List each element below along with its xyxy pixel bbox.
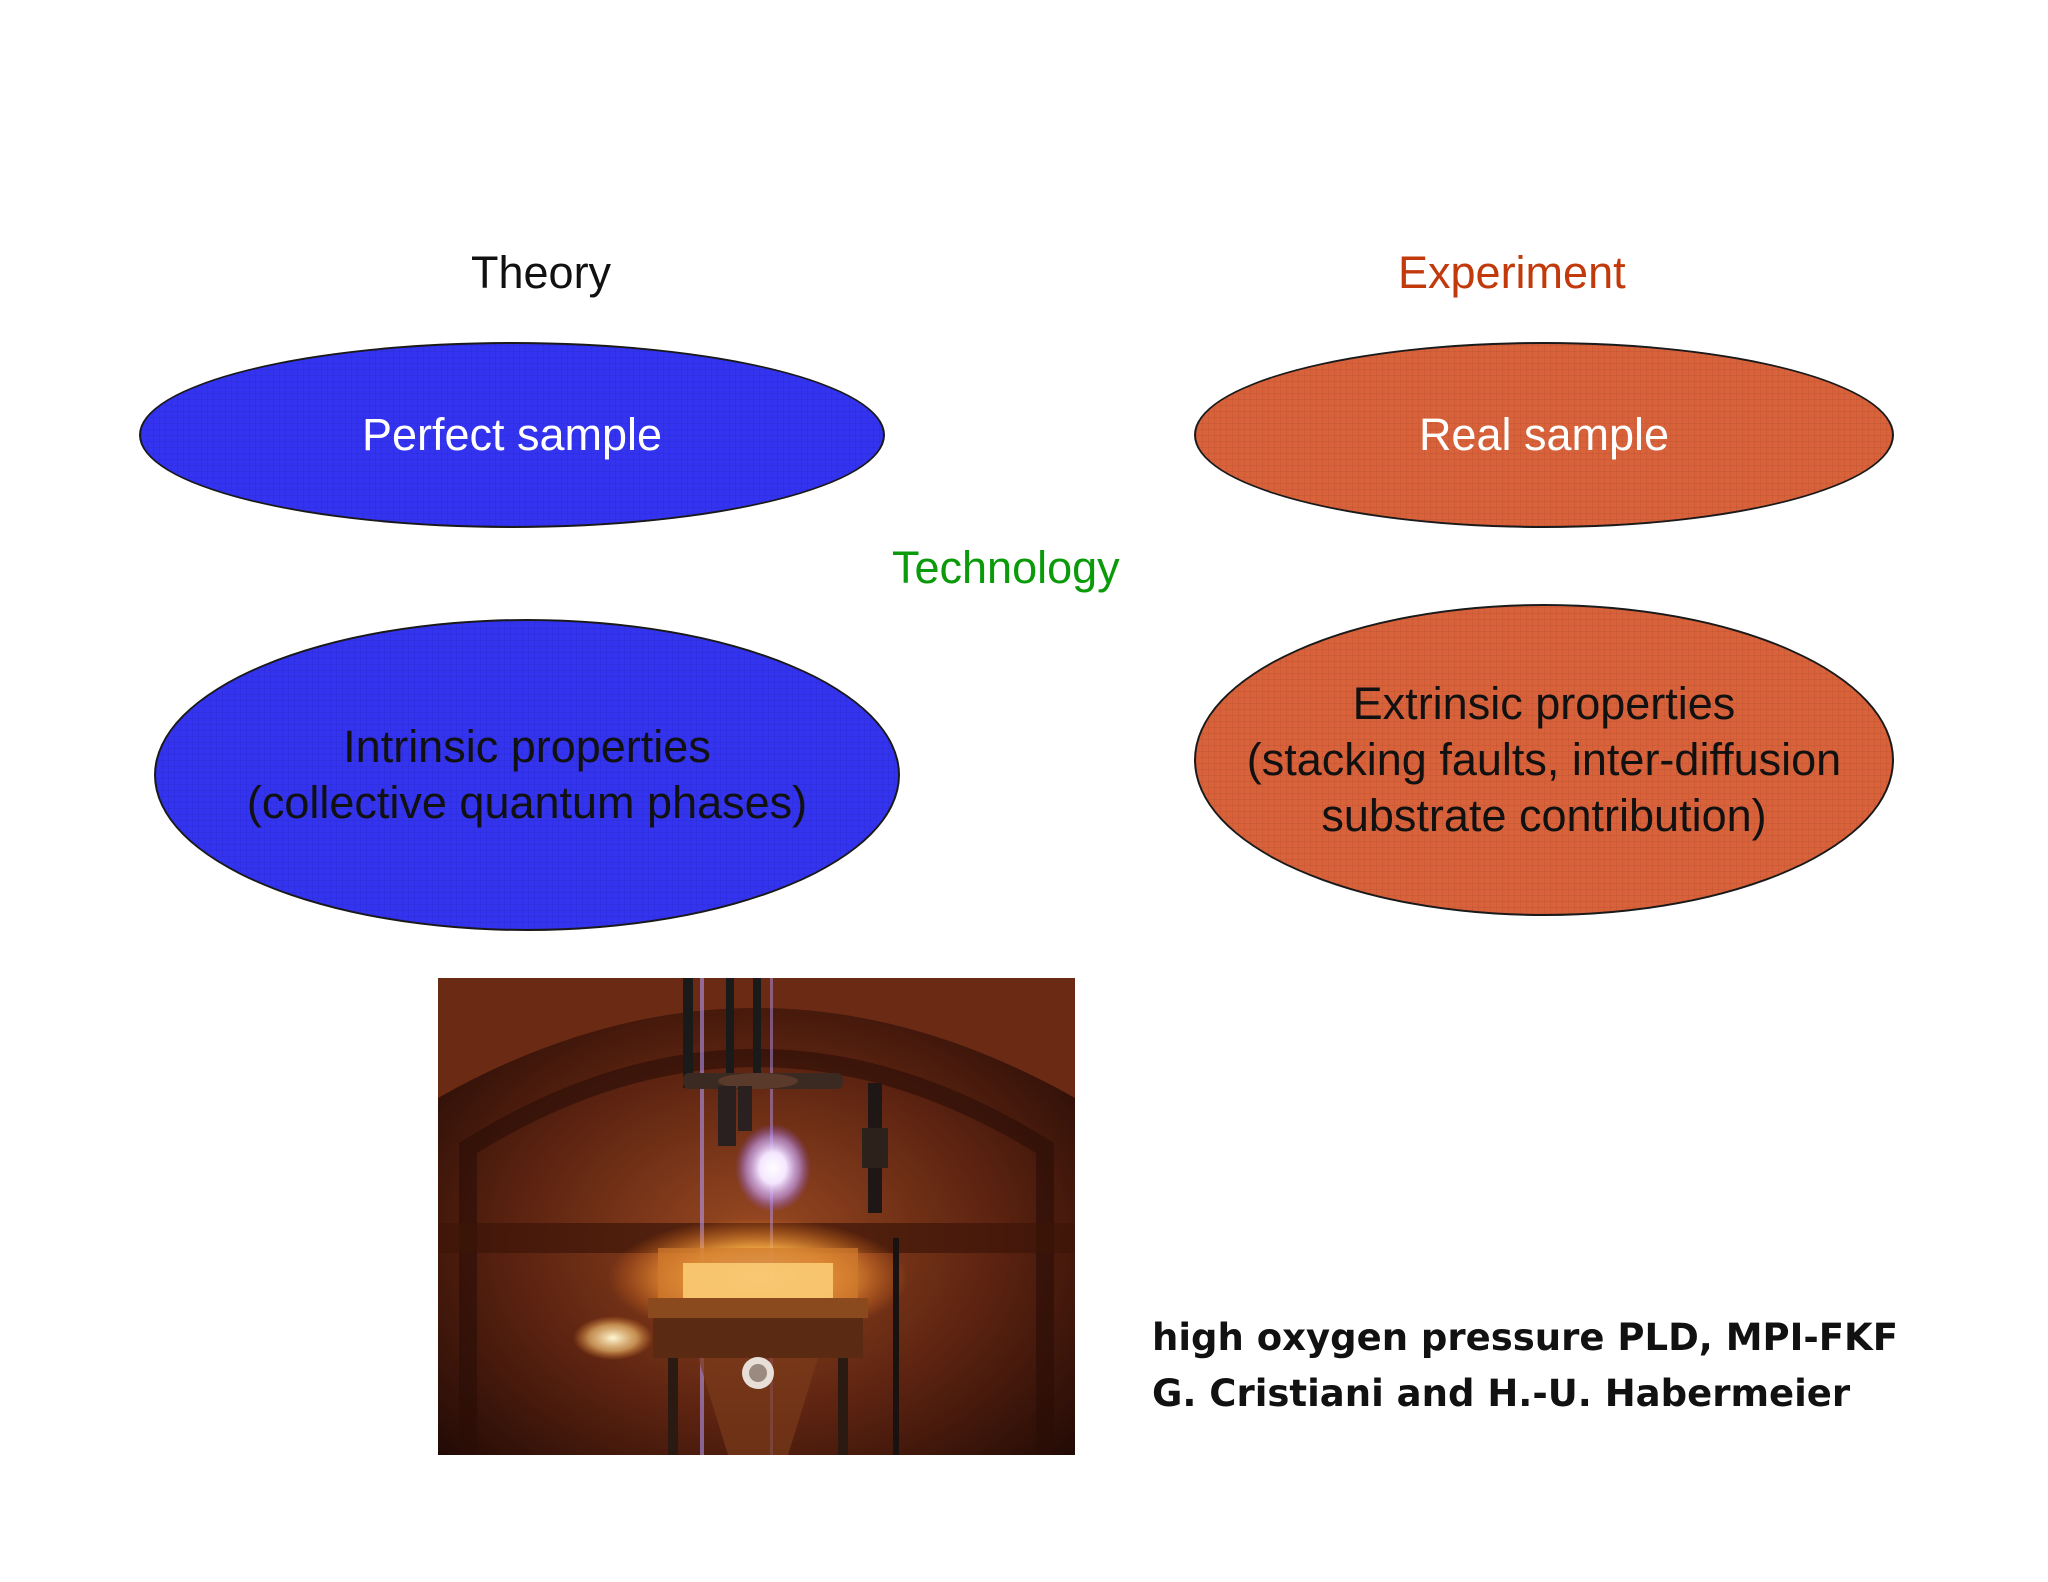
perfect-sample-ellipse: Perfect sample <box>139 342 885 528</box>
intrinsic-properties-ellipse: Intrinsic properties (collective quantum… <box>154 619 900 931</box>
experiment-heading: Experiment <box>1398 247 1626 298</box>
intrinsic-properties-label: Intrinsic properties (collective quantum… <box>246 721 808 828</box>
caption-line-2: G. Cristiani and H.-U. Habermeier <box>1152 1372 1851 1415</box>
caption-line-1: high oxygen pressure PLD, MPI-FKF <box>1152 1316 1898 1359</box>
real-sample-label: Real sample <box>1418 409 1670 460</box>
real-sample-ellipse: Real sample <box>1194 342 1894 528</box>
photo-caption: high oxygen pressure PLD, MPI-FKF G. Cri… <box>1152 1310 1898 1422</box>
pld-chamber-photo <box>438 978 1075 1455</box>
perfect-sample-label: Perfect sample <box>361 409 663 460</box>
theory-heading: Theory <box>471 247 612 298</box>
extrinsic-properties-label: Extrinsic properties (stacking faults, i… <box>1246 678 1842 841</box>
extrinsic-properties-ellipse: Extrinsic properties (stacking faults, i… <box>1194 604 1894 916</box>
technology-label: Technology <box>892 542 1120 593</box>
